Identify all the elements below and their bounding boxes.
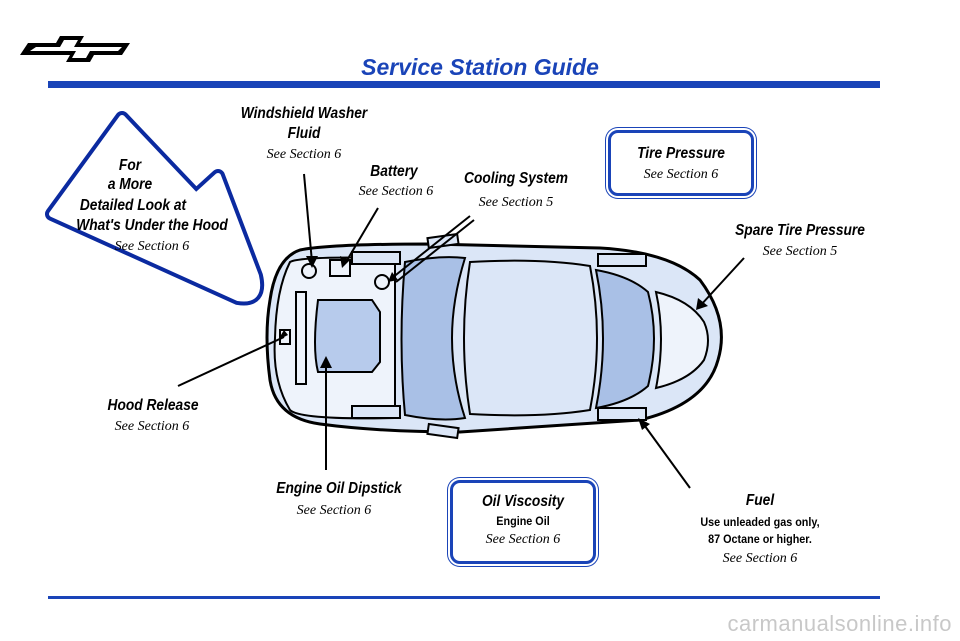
cooling-ref: See Section 5 <box>478 195 554 210</box>
fuel-ref: See Section 6 <box>722 551 798 566</box>
battery-title: Battery <box>370 163 418 180</box>
callout-ref: See Section 6 <box>114 239 190 254</box>
oil-viscosity-box: Oil Viscosity Engine Oil See Section 6 <box>450 480 596 564</box>
oil-viscosity-ref: See Section 6 <box>485 532 561 547</box>
callout-line1: For <box>118 157 142 174</box>
fuel-line2: 87 Octane or higher. <box>708 532 812 546</box>
dipstick-title: Engine Oil Dipstick <box>276 480 402 497</box>
tire-pressure-box: Tire Pressure See Section 6 <box>608 130 754 196</box>
tire-pressure-ref: See Section 6 <box>643 167 719 182</box>
fuel-pointer <box>641 421 691 489</box>
callout-line2: a More <box>107 176 153 193</box>
oil-viscosity-sub: Engine Oil <box>496 514 550 528</box>
spare-title: Spare Tire Pressure <box>735 222 865 239</box>
battery-pointer <box>345 207 379 263</box>
fuel-title: Fuel <box>745 492 775 509</box>
washer-title-2: Fluid <box>287 125 321 142</box>
battery-ref: See Section 6 <box>358 184 434 199</box>
hood-release-pointer <box>177 336 285 387</box>
washer-ref: See Section 6 <box>266 147 342 162</box>
spare-tire-pointer <box>699 257 745 307</box>
footer-rule <box>48 596 880 599</box>
page-title: Service Station Guide <box>361 54 599 80</box>
fuel-line1: Use unleaded gas only, <box>700 515 820 529</box>
dipstick-ref: See Section 6 <box>296 503 372 518</box>
pointer-lines <box>177 173 745 489</box>
tire-pressure-title: Tire Pressure <box>637 145 725 162</box>
car-top-view <box>265 232 723 440</box>
chevrolet-bowtie-logo <box>20 36 130 62</box>
callout-line4: What's Under the Hood <box>76 217 228 234</box>
hood-release-ref: See Section 6 <box>114 419 190 434</box>
hood-release-title: Hood Release <box>107 397 199 414</box>
under-hood-arrow <box>45 111 265 306</box>
spare-ref: See Section 5 <box>762 244 838 259</box>
pointer-arrowheads <box>278 256 708 430</box>
cooling-title: Cooling System <box>464 170 568 187</box>
callout-line3: Detailed Look at <box>79 197 187 214</box>
header-rule <box>48 81 880 88</box>
washer-title-1: Windshield Washer <box>240 105 368 122</box>
watermark: carmanualsonline.info <box>727 611 952 636</box>
washer-pointer <box>303 173 313 263</box>
cooling-pointer <box>391 215 471 279</box>
oil-viscosity-title: Oil Viscosity <box>481 493 565 510</box>
